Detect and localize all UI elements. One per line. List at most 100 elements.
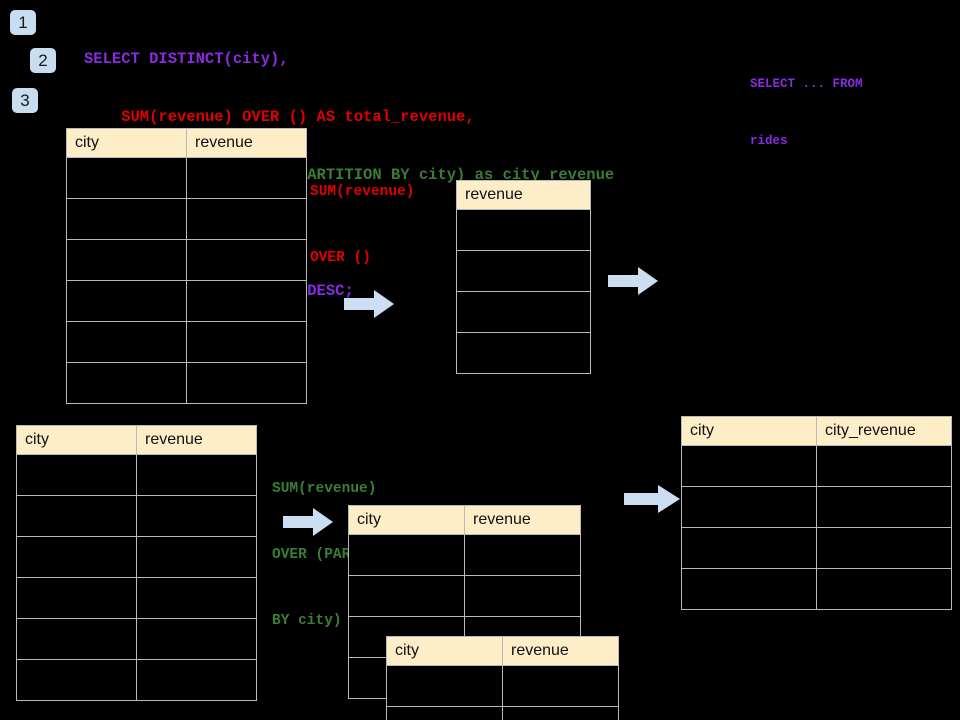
column-header-city: city — [66, 128, 187, 158]
column-header-revenue: revenue — [136, 425, 257, 455]
table-cell — [136, 495, 257, 537]
table-cell — [386, 665, 503, 707]
side-note-line-2: rides — [750, 134, 788, 148]
table-cell — [16, 618, 137, 660]
table-row — [681, 486, 952, 528]
caption-total-line-1: SUM(revenue) — [310, 184, 415, 200]
table-cell — [681, 527, 817, 569]
table-row — [456, 332, 591, 374]
column-header-city: city — [386, 636, 503, 666]
table-header-row: city revenue — [386, 636, 619, 666]
table-cell — [816, 568, 952, 610]
table-header-row: city revenue — [66, 128, 307, 158]
table-row — [16, 495, 257, 537]
table-cell — [66, 157, 187, 199]
column-header-revenue: revenue — [464, 505, 581, 535]
table-cell — [66, 239, 187, 281]
table-cell — [16, 659, 137, 701]
table-source-top: city revenue — [66, 128, 307, 404]
table-header-row: city city_revenue — [681, 416, 952, 446]
table-cell — [66, 362, 187, 404]
step-badge-1: 1 — [10, 10, 36, 35]
sql-line-select: SELECT DISTINCT(city), — [84, 50, 289, 68]
table-cell — [681, 445, 817, 487]
column-header-revenue: revenue — [186, 128, 307, 158]
table-cell — [502, 665, 619, 707]
table-header-row: revenue — [456, 180, 591, 210]
table-cell — [66, 280, 187, 322]
table-row — [456, 250, 591, 292]
table-cell — [16, 577, 137, 619]
table-row — [456, 291, 591, 333]
column-header-city-revenue: city_revenue — [816, 416, 952, 446]
arrow-right-icon-1 — [344, 290, 394, 318]
arrow-right-icon-2 — [608, 267, 658, 295]
side-note-line-1: SELECT ... FROM — [750, 77, 863, 91]
column-header-city: city — [348, 505, 465, 535]
table-row — [348, 534, 581, 576]
table-cell — [348, 575, 465, 617]
table-row — [16, 454, 257, 496]
table-cell — [464, 575, 581, 617]
column-header-revenue: revenue — [502, 636, 619, 666]
table-cell — [136, 536, 257, 578]
table-row — [348, 575, 581, 617]
table-cell — [456, 209, 591, 251]
arrow-right-icon-3 — [283, 508, 333, 536]
table-cell — [16, 495, 137, 537]
table-cell — [456, 291, 591, 333]
table-row — [386, 665, 619, 707]
table-cell — [136, 454, 257, 496]
table-cell — [464, 534, 581, 576]
table-cell — [502, 706, 619, 720]
table-cell — [681, 568, 817, 610]
table-cell — [186, 198, 307, 240]
arrow-right-icon-4 — [624, 485, 680, 513]
table-row — [16, 618, 257, 660]
table-row — [16, 659, 257, 701]
table-cell — [16, 536, 137, 578]
step-badge-3: 3 — [12, 88, 38, 113]
table-cell — [136, 577, 257, 619]
table-cell — [681, 486, 817, 528]
table-row — [681, 445, 952, 487]
table-row — [66, 157, 307, 199]
table-row — [66, 198, 307, 240]
table-cell — [816, 445, 952, 487]
table-row — [66, 321, 307, 363]
caption-city-line-1: SUM(revenue) — [272, 481, 377, 497]
table-cell — [66, 321, 187, 363]
caption-city-line-3: BY city) — [272, 613, 342, 629]
table-partition-front: city revenue — [386, 636, 619, 720]
table-cell — [186, 321, 307, 363]
table-result: city city_revenue — [681, 416, 952, 610]
table-cell — [186, 280, 307, 322]
table-row — [456, 209, 591, 251]
table-row — [16, 577, 257, 619]
sql-line-total: SUM(revenue) OVER () AS total_revenue, — [84, 108, 475, 126]
table-header-row: city revenue — [16, 425, 257, 455]
step-badge-2: 2 — [30, 48, 56, 73]
table-cell — [66, 198, 187, 240]
table-row — [66, 239, 307, 281]
table-row — [66, 362, 307, 404]
table-cell — [386, 706, 503, 720]
table-cell — [16, 454, 137, 496]
column-header-revenue: revenue — [456, 180, 591, 210]
column-header-city: city — [681, 416, 817, 446]
table-cell — [136, 659, 257, 701]
table-cell — [456, 250, 591, 292]
table-row — [681, 527, 952, 569]
table-row — [16, 536, 257, 578]
table-cell — [348, 534, 465, 576]
table-cell — [136, 618, 257, 660]
caption-total-revenue: SUM(revenue) OVER () — [310, 137, 414, 313]
side-note-select-from: SELECT ... FROM rides — [750, 37, 863, 189]
column-header-city: city — [16, 425, 137, 455]
table-cell — [816, 486, 952, 528]
table-total-revenue: revenue — [456, 180, 591, 374]
table-source-bottom: city revenue — [16, 425, 257, 701]
caption-total-line-2: OVER () — [310, 250, 371, 266]
table-cell — [186, 362, 307, 404]
table-cell — [816, 527, 952, 569]
